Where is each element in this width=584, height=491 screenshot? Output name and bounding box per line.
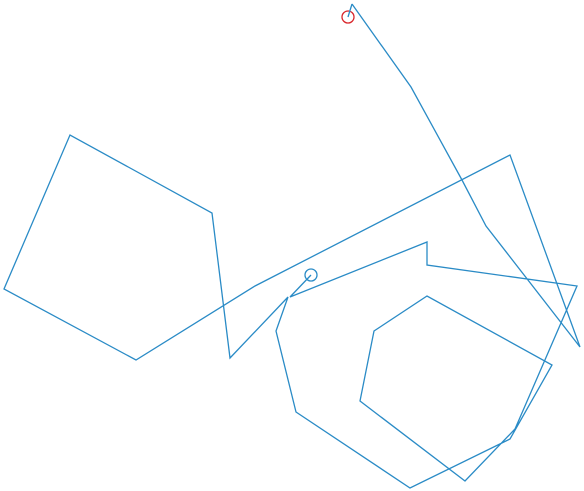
start-marker-circle	[304, 268, 318, 282]
end-marker-circle	[341, 10, 355, 24]
trace-polyline	[3, 3, 581, 489]
end-marker-connector	[347, 3, 353, 18]
